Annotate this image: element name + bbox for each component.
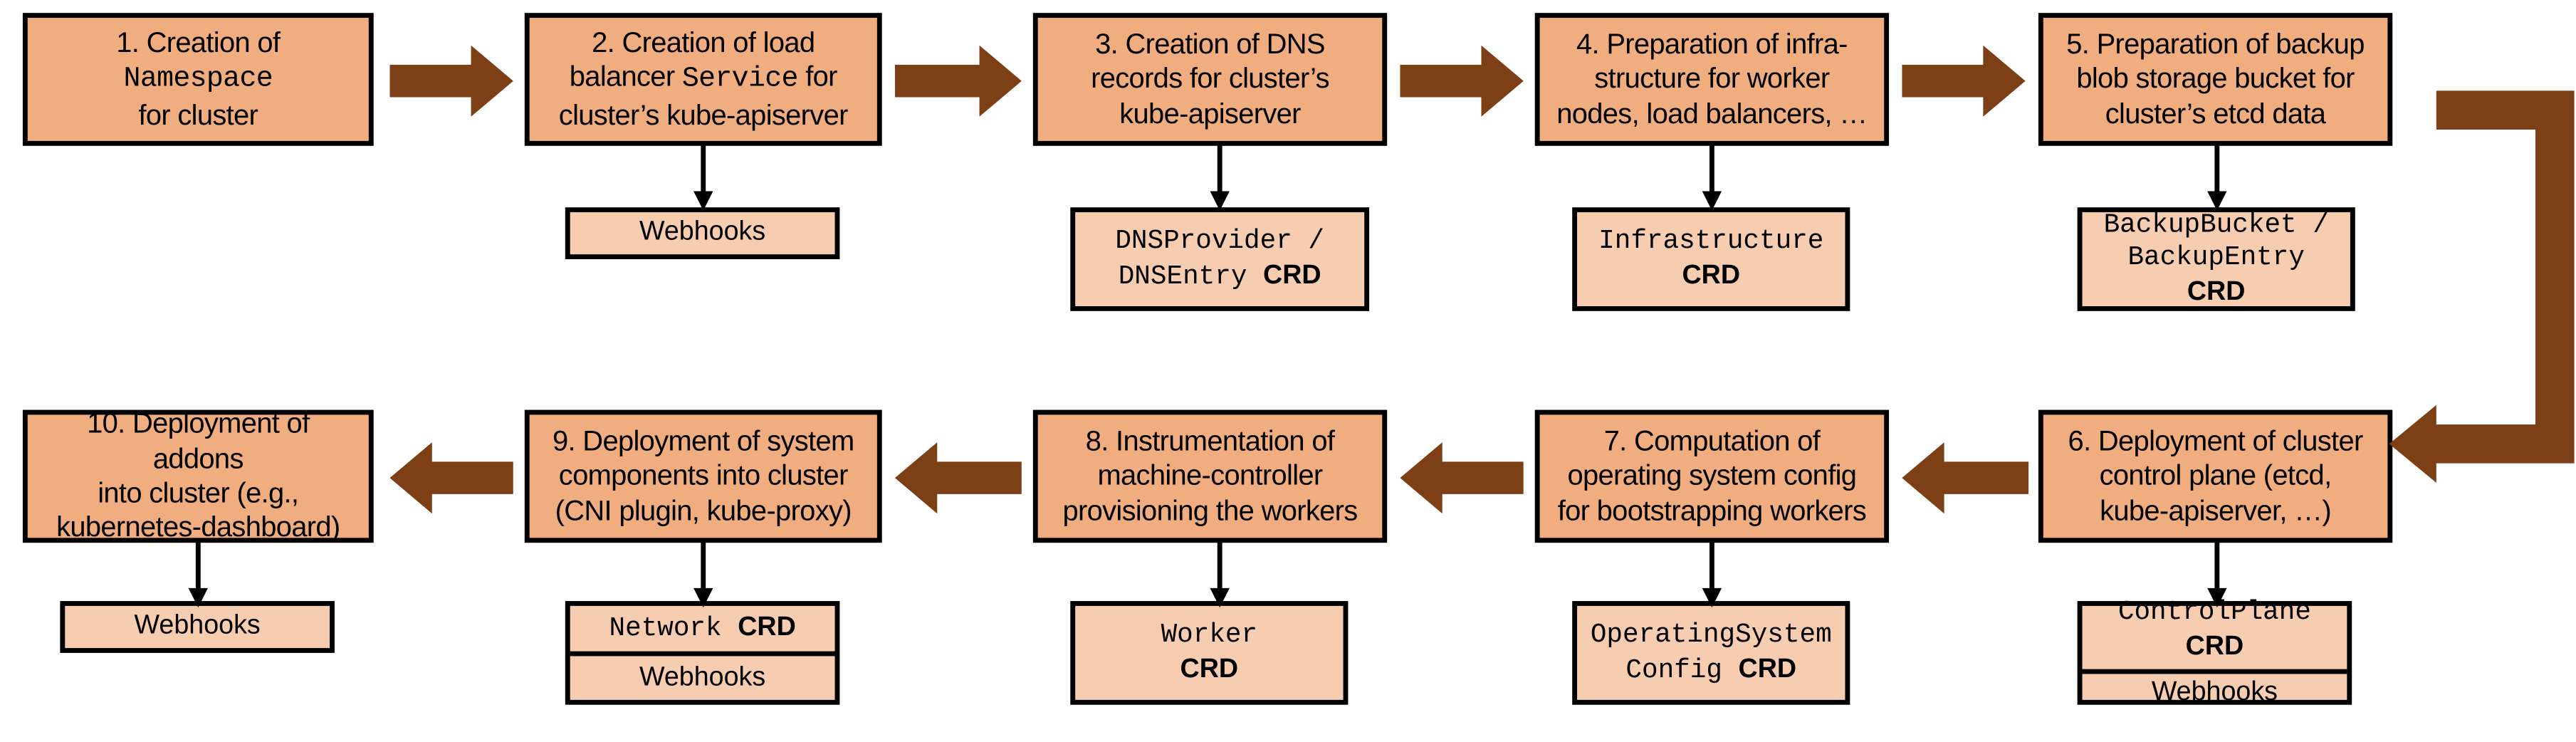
artifact-row: Webhooks (65, 606, 330, 648)
flow-arrow-3-to-4 (1400, 45, 1524, 117)
artifact-box-network-crd[interactable]: Network CRD Webhooks (565, 601, 840, 705)
flow-arrow-9-to-10 (389, 442, 513, 514)
connector-step4-to-infrastructure (1699, 142, 1724, 214)
artifact-label: DNSProvider / DNSEntry CRD (1115, 224, 1325, 291)
artifact-box-backupbucket-crd[interactable]: BackupBucket / BackupEntry CRD (2077, 205, 2355, 313)
artifact-box-worker-crd[interactable]: Worker CRD (1070, 601, 1349, 705)
artifact-label: Webhooks (2151, 676, 2278, 706)
step-box-4[interactable]: 4. Preparation of infra-structure for wo… (1534, 13, 1890, 146)
artifact-label: Worker CRD (1161, 618, 1258, 683)
artifact-row-webhooks: Webhooks (2082, 669, 2347, 712)
connector-step7-to-osc (1699, 539, 1724, 611)
connector-step8-to-worker (1207, 539, 1232, 611)
flow-arrow-7-to-8 (1400, 442, 1524, 514)
flow-arrow-8-to-9 (894, 442, 1022, 514)
artifact-row: Webhooks (570, 212, 835, 254)
artifact-label: OperatingSystem Config CRD (1590, 618, 1832, 685)
artifact-row: Infrastructure CRD (1577, 212, 1845, 306)
artifact-box-webhooks-step-2[interactable]: Webhooks (565, 207, 840, 260)
artifact-label: Infrastructure CRD (1598, 224, 1824, 290)
flow-arrow-6-to-7 (1902, 442, 2029, 514)
artifact-box-dns-crd[interactable]: DNSProvider / DNSEntry CRD (1070, 207, 1370, 311)
artifact-label: Webhooks (639, 217, 766, 247)
artifact-box-controlplane-crd[interactable]: ControlPlane CRD Webhooks (2077, 597, 2352, 706)
artifact-row-webhooks: Webhooks (570, 652, 835, 700)
flow-arrow-5-to-6-elbow (2376, 46, 2575, 516)
artifact-row-crd: Network CRD (570, 606, 835, 652)
step-box-4-label: 4. Preparation of infra-structure for wo… (1556, 27, 1868, 130)
artifact-box-osc-crd[interactable]: OperatingSystem Config CRD (1572, 601, 1850, 705)
connector-step5-to-backupbucket (2204, 142, 2230, 214)
flow-arrow-1-to-2 (389, 45, 513, 117)
artifact-box-infrastructure-crd[interactable]: Infrastructure CRD (1572, 207, 1850, 311)
artifact-label: BackupBucket / BackupEntry CRD (2103, 208, 2329, 306)
artifact-label: Webhooks (639, 662, 766, 692)
connector-step6-to-controlplane (2204, 539, 2230, 611)
artifact-row: OperatingSystem Config CRD (1577, 606, 1845, 700)
connector-step3-to-dns (1207, 142, 1232, 214)
artifact-label: Webhooks (134, 610, 261, 640)
step-box-2[interactable]: 2. Creation of load balancer Service for… (524, 13, 882, 146)
step-box-2-label: 2. Creation of load balancer Service for… (558, 26, 849, 131)
artifact-row: DNSProvider / DNSEntry CRD (1075, 212, 1364, 306)
artifact-row: BackupBucket / BackupEntry CRD (2083, 205, 2350, 313)
artifact-row: Worker CRD (1075, 606, 1343, 700)
flow-arrow-2-to-3 (894, 45, 1022, 117)
connector-step10-to-webhooks (185, 539, 211, 611)
artifact-label: Network CRD (609, 612, 796, 644)
connector-step2-to-webhooks (691, 142, 716, 214)
connector-step9-to-network (691, 539, 716, 611)
flow-arrow-4-to-5 (1902, 45, 2026, 117)
